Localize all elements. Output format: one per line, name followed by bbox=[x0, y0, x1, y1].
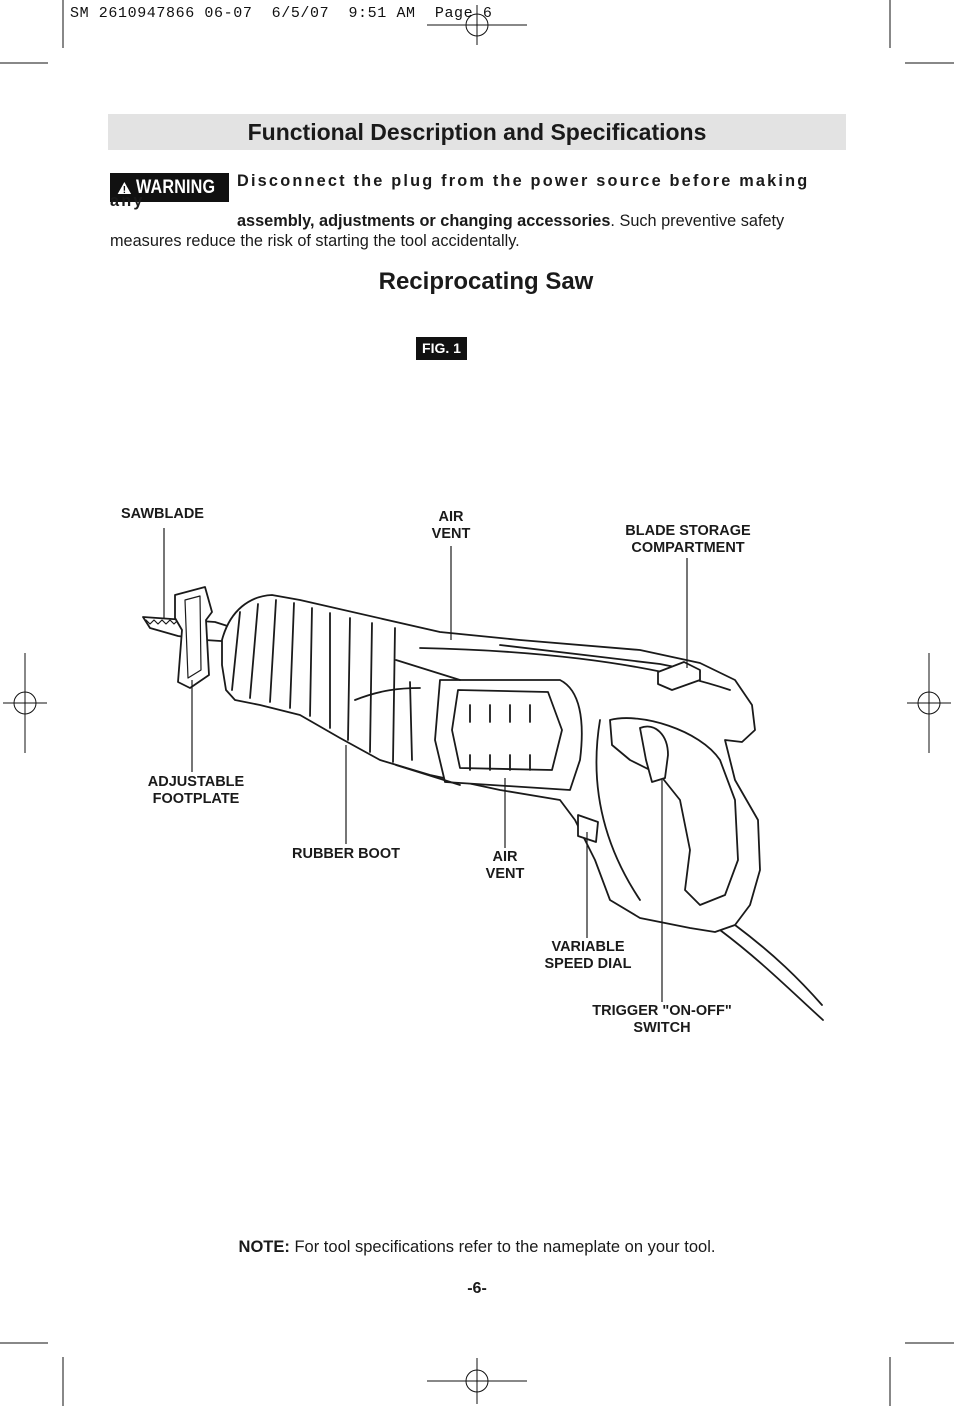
label-speed-dial-line2: SPEED DIAL bbox=[544, 956, 632, 972]
registration-marks bbox=[3, 5, 951, 1404]
label-air-vent-top-line1: AIR bbox=[438, 509, 464, 525]
label-sawblade-text: SAWBLADE bbox=[121, 506, 204, 522]
label-blade-storage: BLADE STORAGE COMPARTMENT bbox=[608, 523, 768, 557]
label-trigger-line1: TRIGGER "ON-OFF" bbox=[592, 1003, 732, 1019]
note: NOTE: For tool specifications refer to t… bbox=[0, 1238, 954, 1257]
leader-lines bbox=[163, 528, 688, 1002]
header-band bbox=[108, 114, 846, 150]
label-trigger-line2: SWITCH bbox=[633, 1020, 691, 1036]
label-speed-dial-line1: VARIABLE bbox=[551, 939, 625, 955]
label-air-vent-bottom: AIR VENT bbox=[474, 849, 536, 883]
label-speed-dial: VARIABLE SPEED DIAL bbox=[533, 939, 643, 973]
warning-bold-tail: assembly, adjustments or changing access… bbox=[237, 212, 611, 230]
label-rubber-boot: RUBBER BOOT bbox=[285, 846, 407, 863]
page-title: Functional Description and Specification… bbox=[247, 119, 707, 145]
section-title: Reciprocating Saw bbox=[378, 268, 594, 295]
warning-triangle-icon bbox=[117, 181, 132, 194]
label-footplate-line1: ADJUSTABLE bbox=[147, 774, 245, 790]
warning-badge: WARNING bbox=[110, 173, 229, 202]
warning-bold-line: Disconnect the plug from the power sourc… bbox=[110, 172, 810, 210]
note-text: For tool specifications refer to the nam… bbox=[289, 1238, 716, 1256]
label-air-vent-bottom-line1: AIR bbox=[492, 849, 518, 865]
figure-badge: FIG. 1 bbox=[416, 337, 467, 360]
label-rubber-boot-text: RUBBER BOOT bbox=[292, 846, 400, 862]
label-air-vent-bottom-line2: VENT bbox=[485, 866, 525, 882]
warning-rest: . Such preventive safety measures reduce… bbox=[110, 212, 785, 250]
label-sawblade: SAWBLADE bbox=[121, 506, 204, 523]
label-air-vent-top: AIR VENT bbox=[420, 509, 482, 543]
print-slug: SM 2610947866 06-07 6/5/07 9:51 AM Page … bbox=[70, 5, 493, 22]
label-trigger: TRIGGER "ON-OFF" SWITCH bbox=[582, 1003, 742, 1037]
label-air-vent-top-line2: VENT bbox=[431, 526, 471, 542]
warning-badge-label: WARNING bbox=[135, 176, 216, 198]
warning-text: Disconnect the plug from the power sourc… bbox=[110, 171, 846, 251]
saw-illustration bbox=[142, 586, 824, 1021]
label-blade-storage-line2: COMPARTMENT bbox=[631, 540, 745, 556]
page-number: -6- bbox=[467, 1280, 487, 1297]
note-label: NOTE: bbox=[238, 1238, 290, 1256]
label-blade-storage-line1: BLADE STORAGE bbox=[625, 523, 751, 539]
label-footplate: ADJUSTABLE FOOTPLATE bbox=[136, 774, 256, 808]
label-footplate-line2: FOOTPLATE bbox=[152, 791, 240, 807]
